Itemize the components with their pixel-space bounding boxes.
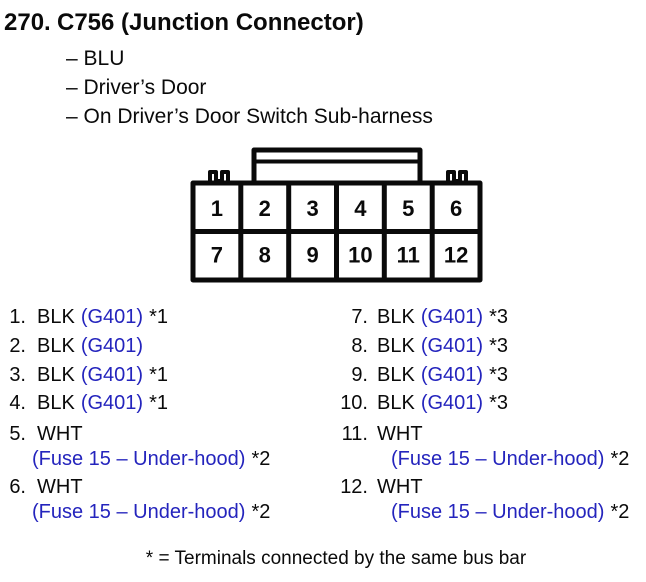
wire-color: BLK (37, 335, 75, 357)
pin-cell-5: 5 (402, 196, 414, 221)
pin-row-7: 7. BLK(G401)*3 (337, 306, 508, 329)
pin-cell-10: 10 (348, 243, 372, 268)
pin-cell-6: 6 (450, 196, 462, 221)
pin-row-12-reference: (Fuse 15 – Under-hood)*2 (391, 501, 629, 524)
pin-row-5-reference: (Fuse 15 – Under-hood)*2 (32, 448, 270, 471)
ground-reference: (G401) (420, 335, 484, 357)
busbar-footnote: * = Terminals connected by the same bus … (145, 548, 527, 569)
wire-color: BLK (377, 392, 415, 414)
pin-row-2: 2. BLK(G401) (4, 335, 149, 358)
busbar-note: *1 (149, 364, 168, 386)
busbar-note: *2 (610, 501, 630, 523)
pin-row-10: 10. BLK(G401)*3 (337, 392, 508, 415)
pin-row-6-reference: (Fuse 15 – Under-hood)*2 (32, 501, 270, 524)
pin-cell-8: 8 (259, 243, 271, 268)
pin-number: 6. (9, 476, 26, 498)
ground-reference: (G401) (420, 364, 484, 386)
pin-row-4: 4. BLK(G401)*1 (4, 392, 168, 415)
pin-number: 1. (9, 306, 26, 328)
pin-cell-12: 12 (444, 243, 468, 268)
wire-color: WHT (377, 423, 423, 445)
pin-number: 8. (351, 335, 368, 357)
attribute-location: – Driver’s Door (66, 76, 207, 99)
ground-reference: (G401) (80, 306, 144, 328)
pin-number: 3. (9, 364, 26, 386)
pin-cell-7: 7 (211, 243, 223, 268)
pin-number: 12. (340, 476, 368, 498)
pin-number: 5. (9, 423, 26, 445)
busbar-note: *3 (489, 392, 508, 414)
busbar-note: *2 (251, 448, 271, 470)
pin-row-11-reference: (Fuse 15 – Under-hood)*2 (391, 448, 629, 471)
busbar-note: *3 (489, 335, 508, 357)
pin-row-3: 3. BLK(G401)*1 (4, 364, 168, 387)
pin-cell-4: 4 (354, 196, 367, 221)
fuse-reference: (Fuse 15 – Under-hood) (32, 448, 246, 470)
pin-cell-9: 9 (306, 243, 318, 268)
ground-reference: (G401) (80, 364, 144, 386)
busbar-note: *3 (489, 306, 508, 328)
busbar-note: *2 (610, 448, 630, 470)
busbar-note: *2 (251, 501, 271, 523)
pin-row-9: 9. BLK(G401)*3 (337, 364, 508, 387)
pin-cell-2: 2 (259, 196, 271, 221)
wire-color: WHT (37, 476, 83, 498)
pin-number: 7. (351, 306, 368, 328)
wire-color: BLK (37, 392, 75, 414)
busbar-note: *1 (149, 392, 168, 414)
ground-reference: (G401) (420, 306, 484, 328)
pin-row-6: 6. WHT (4, 476, 89, 499)
wire-color: WHT (37, 423, 83, 445)
pin-row-8: 8. BLK(G401)*3 (337, 335, 508, 358)
pin-row-5: 5. WHT (4, 423, 89, 446)
busbar-note: *3 (489, 364, 508, 386)
pin-number: 2. (9, 335, 26, 357)
attribute-color: – BLU (66, 47, 125, 70)
busbar-note: *1 (149, 306, 168, 328)
pin-cell-1: 1 (211, 196, 223, 221)
pin-cell-3: 3 (306, 196, 318, 221)
wire-color: BLK (377, 364, 415, 386)
connector-attributes: – BLU – Driver’s Door – On Driver’s Door… (66, 44, 433, 131)
fuse-reference: (Fuse 15 – Under-hood) (32, 501, 246, 523)
fuse-reference: (Fuse 15 – Under-hood) (391, 501, 605, 523)
pin-number: 10. (340, 392, 368, 414)
section-number: 270. (4, 9, 51, 36)
ground-reference: (G401) (80, 392, 144, 414)
pin-cell-11: 11 (397, 243, 420, 268)
pin-number: 4. (9, 392, 26, 414)
ground-reference: (G401) (80, 335, 144, 357)
pin-row-11: 11. WHT (337, 423, 429, 446)
page-title: C756 (Junction Connector) (57, 9, 364, 36)
wire-color: BLK (37, 364, 75, 386)
fuse-reference: (Fuse 15 – Under-hood) (391, 448, 605, 470)
pin-row-12: 12. WHT (337, 476, 429, 499)
wire-color: BLK (377, 306, 415, 328)
wire-color: BLK (37, 306, 75, 328)
attribute-harness: – On Driver’s Door Switch Sub-harness (66, 105, 433, 128)
pin-number: 9. (351, 364, 368, 386)
ground-reference: (G401) (420, 392, 484, 414)
wire-color: WHT (377, 476, 423, 498)
connector-diagram: 1 2 3 4 5 6 7 8 9 10 11 12 (190, 147, 483, 283)
pin-row-1: 1. BLK(G401)*1 (4, 306, 168, 329)
pin-number: 11. (341, 423, 368, 445)
wire-color: BLK (377, 335, 415, 357)
